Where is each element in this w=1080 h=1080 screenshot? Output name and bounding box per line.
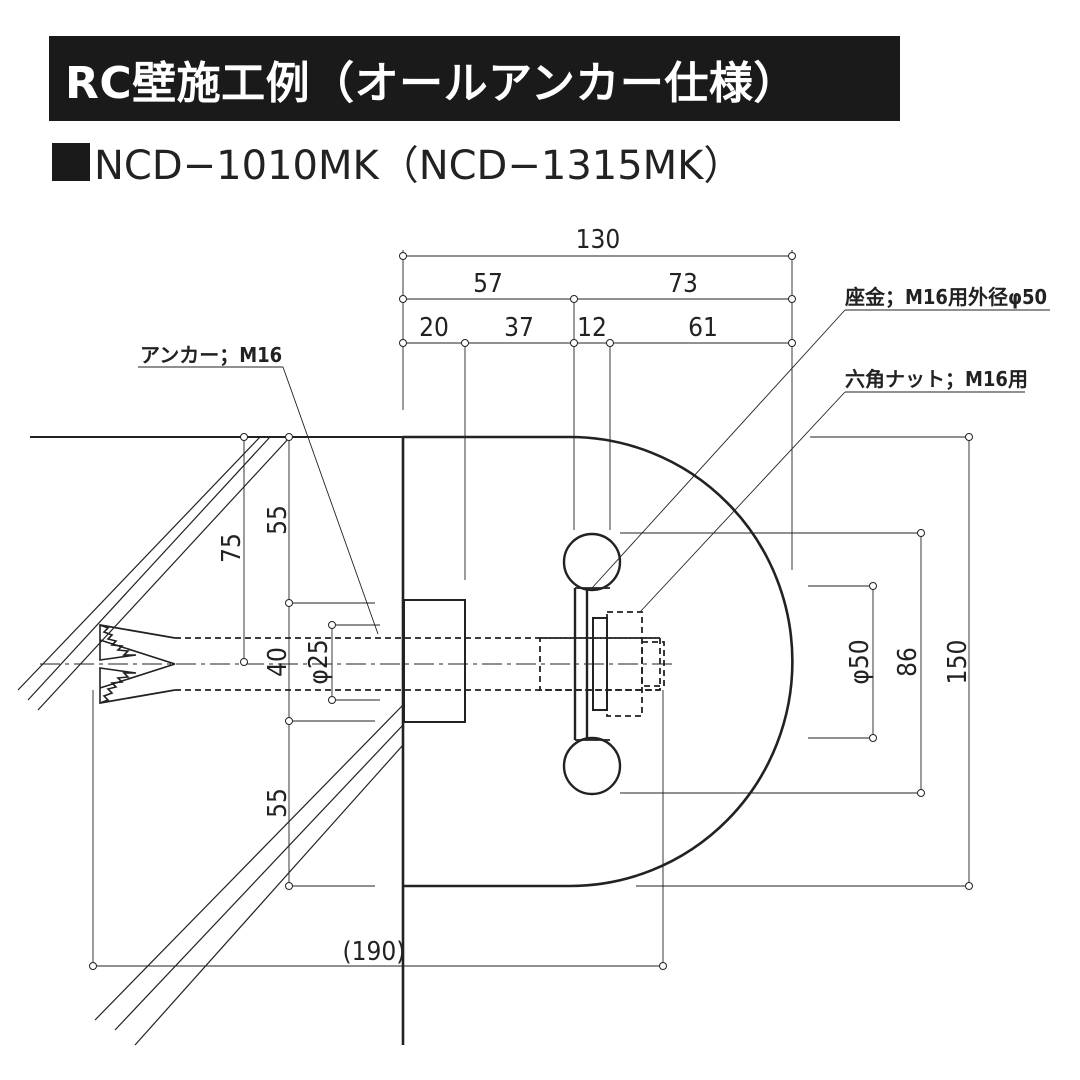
model-text: NCD−1010MK（NCD−1315MK）	[94, 143, 744, 189]
label-washer: 座金；M16用外径φ50	[845, 285, 1047, 309]
dim-40: 40	[263, 647, 293, 677]
dimension-dots	[89, 252, 973, 970]
dim-phi25: φ25	[304, 639, 334, 684]
dim-phi50: φ50	[845, 639, 875, 684]
bracket-outline	[401, 435, 794, 1045]
dim-55-bottom: 55	[263, 788, 293, 818]
label-anchor: アンカー；M16	[140, 343, 282, 367]
dim-190: (190)	[343, 937, 406, 967]
base-block	[403, 599, 466, 723]
label-nut: 六角ナット；M16用	[845, 367, 1028, 391]
title-text: RC壁施工例（オールアンカー仕様）	[65, 57, 798, 109]
dim-73: 73	[668, 269, 698, 299]
title-banner: RC壁施工例（オールアンカー仕様）	[49, 36, 900, 121]
anchor-teeth	[99, 623, 176, 705]
dim-55-top: 55	[263, 505, 293, 535]
dim-150: 150	[943, 640, 973, 685]
dim-57: 57	[473, 269, 503, 299]
dim-37: 37	[504, 313, 534, 343]
bullet-square-icon	[52, 143, 90, 181]
dimension-lines	[92, 250, 1050, 967]
dim-130: 130	[576, 225, 621, 255]
anchor-bolt	[99, 624, 661, 704]
dim-20: 20	[419, 313, 449, 343]
wall-hatch	[17, 436, 404, 1046]
dim-12: 12	[577, 313, 607, 343]
model-heading: NCD−1010MK（NCD−1315MK）	[52, 134, 743, 190]
dim-75: 75	[217, 533, 247, 563]
dim-61: 61	[688, 313, 718, 343]
dim-86: 86	[893, 647, 923, 677]
